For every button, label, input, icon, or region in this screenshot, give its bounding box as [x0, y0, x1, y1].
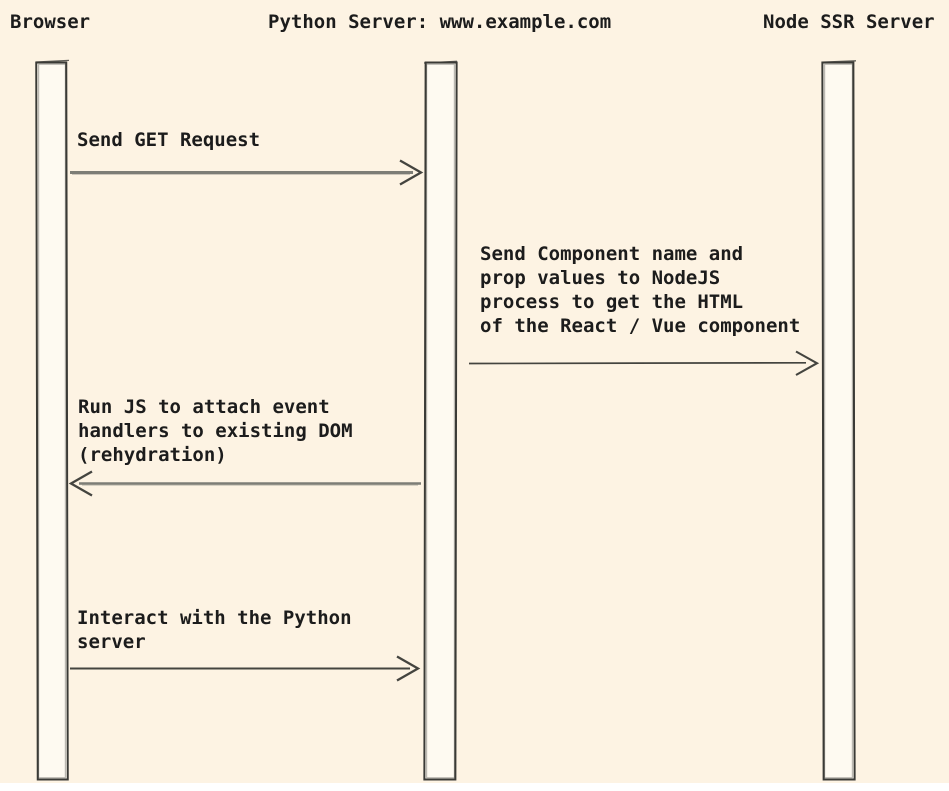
lifeline-browser [35, 59, 70, 781]
message-label-rehydration: Run JS to attach event handlers to exist… [78, 395, 353, 467]
actor-label-node-ssr-server: Node SSR Server [763, 11, 935, 33]
message-text: process to get the HTML [480, 291, 744, 313]
actor-label-python-server: Python Server: www.example.com [268, 11, 612, 33]
message-label-send-get-request: Send GET Request [77, 128, 260, 152]
message-text: Interact with the Python [77, 607, 352, 629]
message-arrow-send-get-request [70, 159, 424, 186]
bottom-margin-strip [0, 783, 949, 791]
message-arrow-send-component [468, 350, 820, 376]
message-label-interact: Interact with the Python server [77, 606, 352, 654]
message-text: Send GET Request [77, 129, 261, 151]
message-text: handlers to existing DOM [78, 420, 353, 442]
message-text: Send Component name and [480, 243, 744, 265]
message-arrow-rehydration [68, 470, 421, 497]
lifeline-node-ssr-server [821, 60, 857, 781]
message-text: prop values to NodeJS [480, 267, 721, 289]
message-text: Run JS to attach event [78, 396, 330, 418]
lifeline-python-server [423, 60, 458, 781]
message-text: (rehydration) [78, 444, 227, 466]
message-text: server [77, 631, 146, 653]
message-text: of the React / Vue component [480, 315, 801, 337]
message-arrow-interact [70, 655, 421, 682]
message-label-send-component: Send Component name and prop values to N… [480, 242, 800, 338]
actor-label-browser: Browser [10, 11, 91, 33]
